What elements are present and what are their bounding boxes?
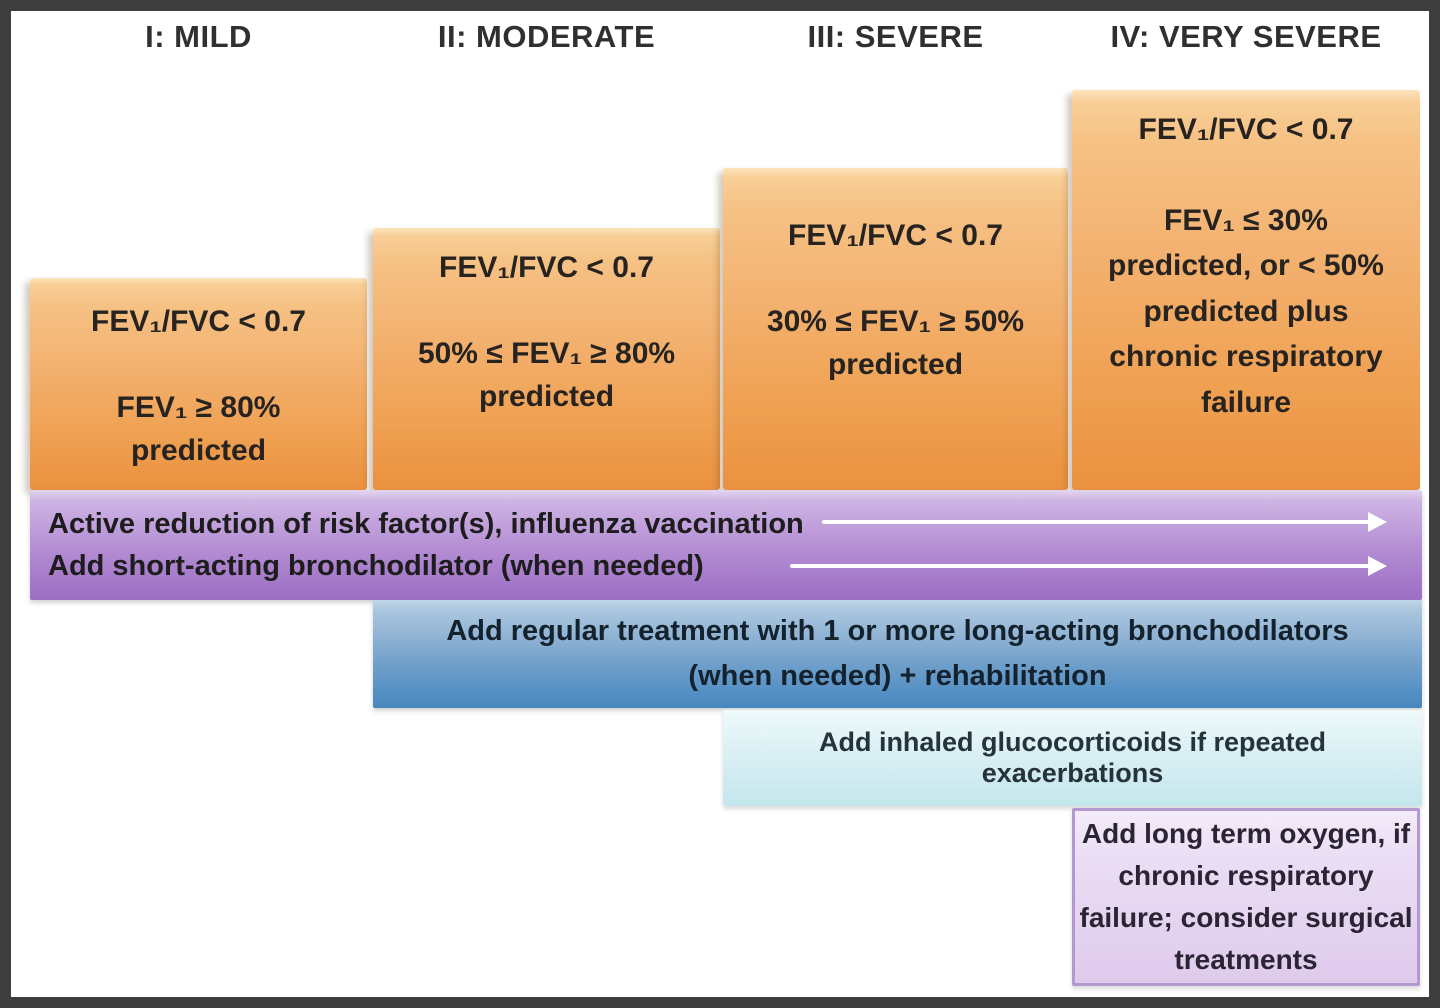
criteria-fev-severe: 30% ≤ FEV₁ ≥ 50% predicted: [766, 304, 1025, 382]
stage-header-severe: III: SEVERE: [807, 19, 984, 54]
stage-header-very-severe: IV: VERY SEVERE: [1110, 19, 1382, 54]
glucocorticoids-text: Add inhaled glucocorticoids if repeated …: [818, 727, 1327, 788]
criteria-box-very-severe: FEV₁/FVC < 0.7 FEV₁ ≤ 30% predicted, or …: [1072, 90, 1420, 490]
right-arrow-icon: [790, 556, 1387, 576]
criteria-fev-very-severe: FEV₁ ≤ 30% predicted, or < 50% predicted…: [1108, 203, 1384, 419]
oxygen-text: Add long term oxygen, if chronic respira…: [1079, 818, 1413, 975]
criteria-box-mild: FEV₁/FVC < 0.7 FEV₁ ≥ 80% predicted: [30, 278, 367, 490]
box-long-term-oxygen: Add long term oxygen, if chronic respira…: [1072, 808, 1420, 986]
criteria-ratio-moderate: FEV₁/FVC < 0.7: [439, 251, 654, 284]
criteria-fev-mild: FEV₁ ≥ 80% predicted: [116, 390, 281, 468]
right-arrow-icon: [822, 512, 1387, 532]
criteria-box-severe: FEV₁/FVC < 0.7 30% ≤ FEV₁ ≥ 50% predicte…: [723, 168, 1068, 490]
criteria-fev-moderate: 50% ≤ FEV₁ ≥ 80% predicted: [417, 336, 676, 414]
criteria-box-moderate: FEV₁/FVC < 0.7 50% ≤ FEV₁ ≥ 80% predicte…: [373, 228, 720, 490]
long-acting-text: Add regular treatment with 1 or more lon…: [446, 615, 1349, 692]
criteria-ratio-very-severe: FEV₁/FVC < 0.7: [1138, 113, 1354, 146]
band-inhaled-glucocorticoids: Add inhaled glucocorticoids if repeated …: [723, 710, 1422, 806]
criteria-ratio-severe: FEV₁/FVC < 0.7: [788, 219, 1003, 252]
band-risk-reduction: Active reduction of risk factor(s), infl…: [30, 490, 1422, 600]
criteria-ratio-mild: FEV₁/FVC < 0.7: [91, 305, 306, 338]
risk-reduction-line2: Add short-acting bronchodilator (when ne…: [48, 549, 704, 582]
stage-header-moderate: II: MODERATE: [437, 19, 656, 54]
band-long-acting-bronchodilator: Add regular treatment with 1 or more lon…: [373, 600, 1422, 708]
stage-header-mild: I: MILD: [145, 19, 252, 54]
risk-reduction-line1: Active reduction of risk factor(s), infl…: [48, 507, 804, 540]
